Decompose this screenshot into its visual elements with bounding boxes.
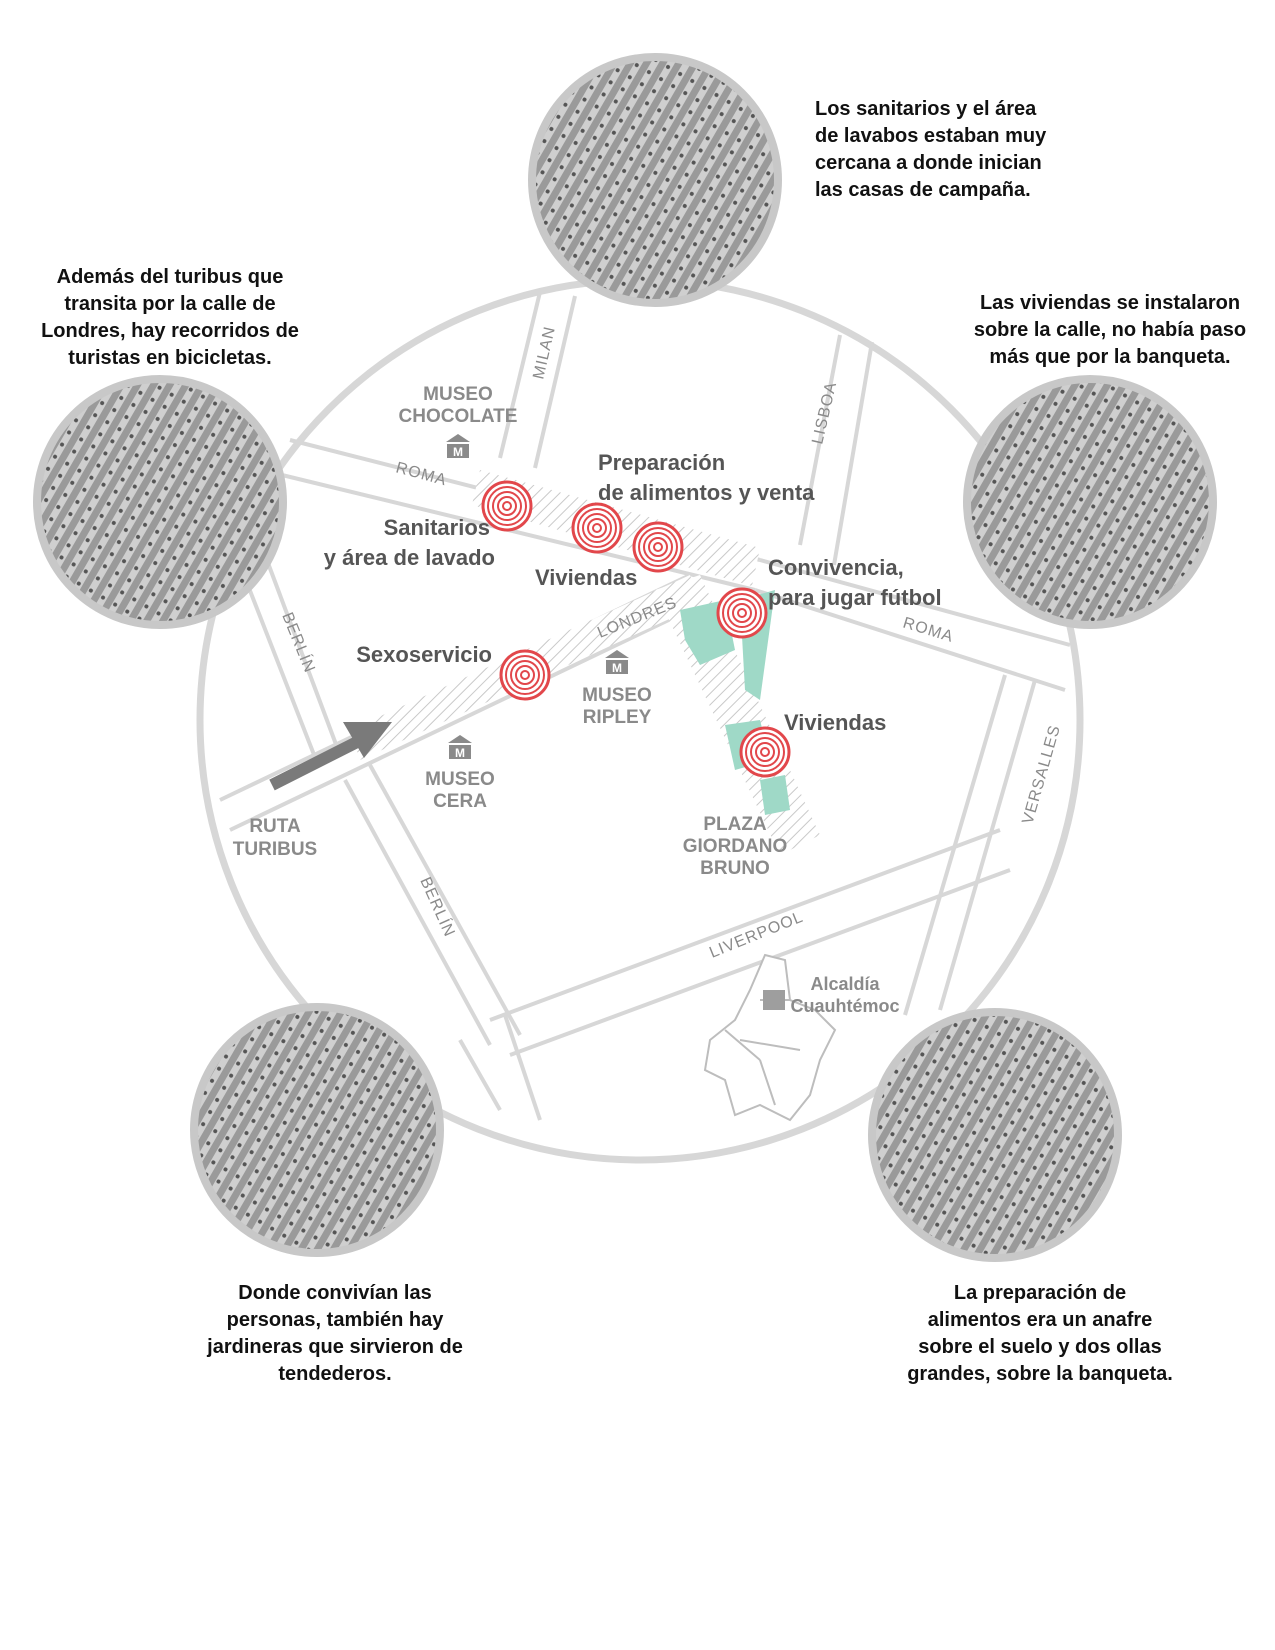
svg-text:MUSEO: MUSEO (425, 769, 495, 790)
svg-text:MUSEO: MUSEO (582, 685, 652, 706)
hotspot-convivencia (716, 587, 768, 639)
hotspot-sanitarios (481, 480, 533, 532)
hotspots (481, 480, 791, 778)
zone-label-sanitarios: Sanitarios (384, 515, 490, 540)
caption-bottom-left: Donde convivían las personas, también ha… (207, 1282, 463, 1385)
alcaldia-label: Alcaldía (810, 974, 880, 994)
plaza-label: PLAZA (703, 814, 767, 835)
caption-bottom-right: La preparación de alimentos era un anafr… (907, 1282, 1173, 1385)
zone-label-sanitarios-2: y área de lavado (324, 545, 495, 570)
museum-icon: M (605, 650, 629, 675)
ruta-label: RUTA (249, 816, 301, 837)
svg-text:M: M (612, 661, 622, 675)
zone-label-preparacion-2: de alimentos y venta (598, 480, 815, 505)
zone-label-viviendas: Viviendas (535, 565, 637, 590)
photo-bottom-left (190, 1003, 444, 1257)
photo-right (963, 375, 1217, 629)
zone-label-convivencia-2: para jugar fútbol (768, 585, 942, 610)
caption-left: Además del turibus que transita por la c… (41, 266, 299, 369)
museum-icon: M (446, 434, 470, 459)
plaza-label-2: GIORDANO (683, 836, 788, 857)
alcaldia-label-2: Cuauhtémoc (790, 996, 899, 1016)
photo-bottom-right (868, 1008, 1122, 1262)
ruta-label-2: TURIBUS (233, 839, 317, 860)
svg-text:MUSEO: MUSEO (423, 384, 493, 405)
hotspot-sexoservicio (499, 649, 551, 701)
caption-top: Los sanitarios y el área de lavabos esta… (815, 98, 1047, 201)
svg-text:CHOCOLATE: CHOCOLATE (399, 406, 518, 427)
photo-left (33, 375, 287, 629)
plaza-label-3: BRUNO (700, 858, 770, 879)
museum-chocolate: MUSEO CHOCOLATE M (399, 384, 518, 459)
turibus-arrow (269, 722, 392, 791)
roads (219, 291, 1071, 1121)
hotspot-preparacion-2 (632, 521, 684, 573)
svg-text:M: M (455, 746, 465, 760)
alcaldia-inset-map: Alcaldía Cuauhtémoc (703, 953, 900, 1122)
hotspot-preparacion-1 (571, 502, 623, 554)
svg-text:RIPLEY: RIPLEY (583, 707, 652, 728)
museum-ripley: M MUSEO RIPLEY (582, 650, 652, 728)
zone-label-sexoservicio: Sexoservicio (356, 642, 492, 667)
photo-top (528, 53, 782, 307)
zone-label-viviendas-2: Viviendas (784, 710, 886, 735)
svg-text:CERA: CERA (433, 791, 487, 812)
museum-icon: M (448, 735, 472, 760)
zone-label-convivencia: Convivencia, (768, 555, 904, 580)
zone-label-preparacion: Preparación (598, 450, 725, 475)
caption-right: Las viviendas se instalaron sobre la cal… (973, 292, 1247, 368)
museum-cera: M MUSEO CERA (425, 735, 495, 812)
hotspot-viviendas (739, 726, 791, 778)
svg-text:M: M (453, 445, 463, 459)
